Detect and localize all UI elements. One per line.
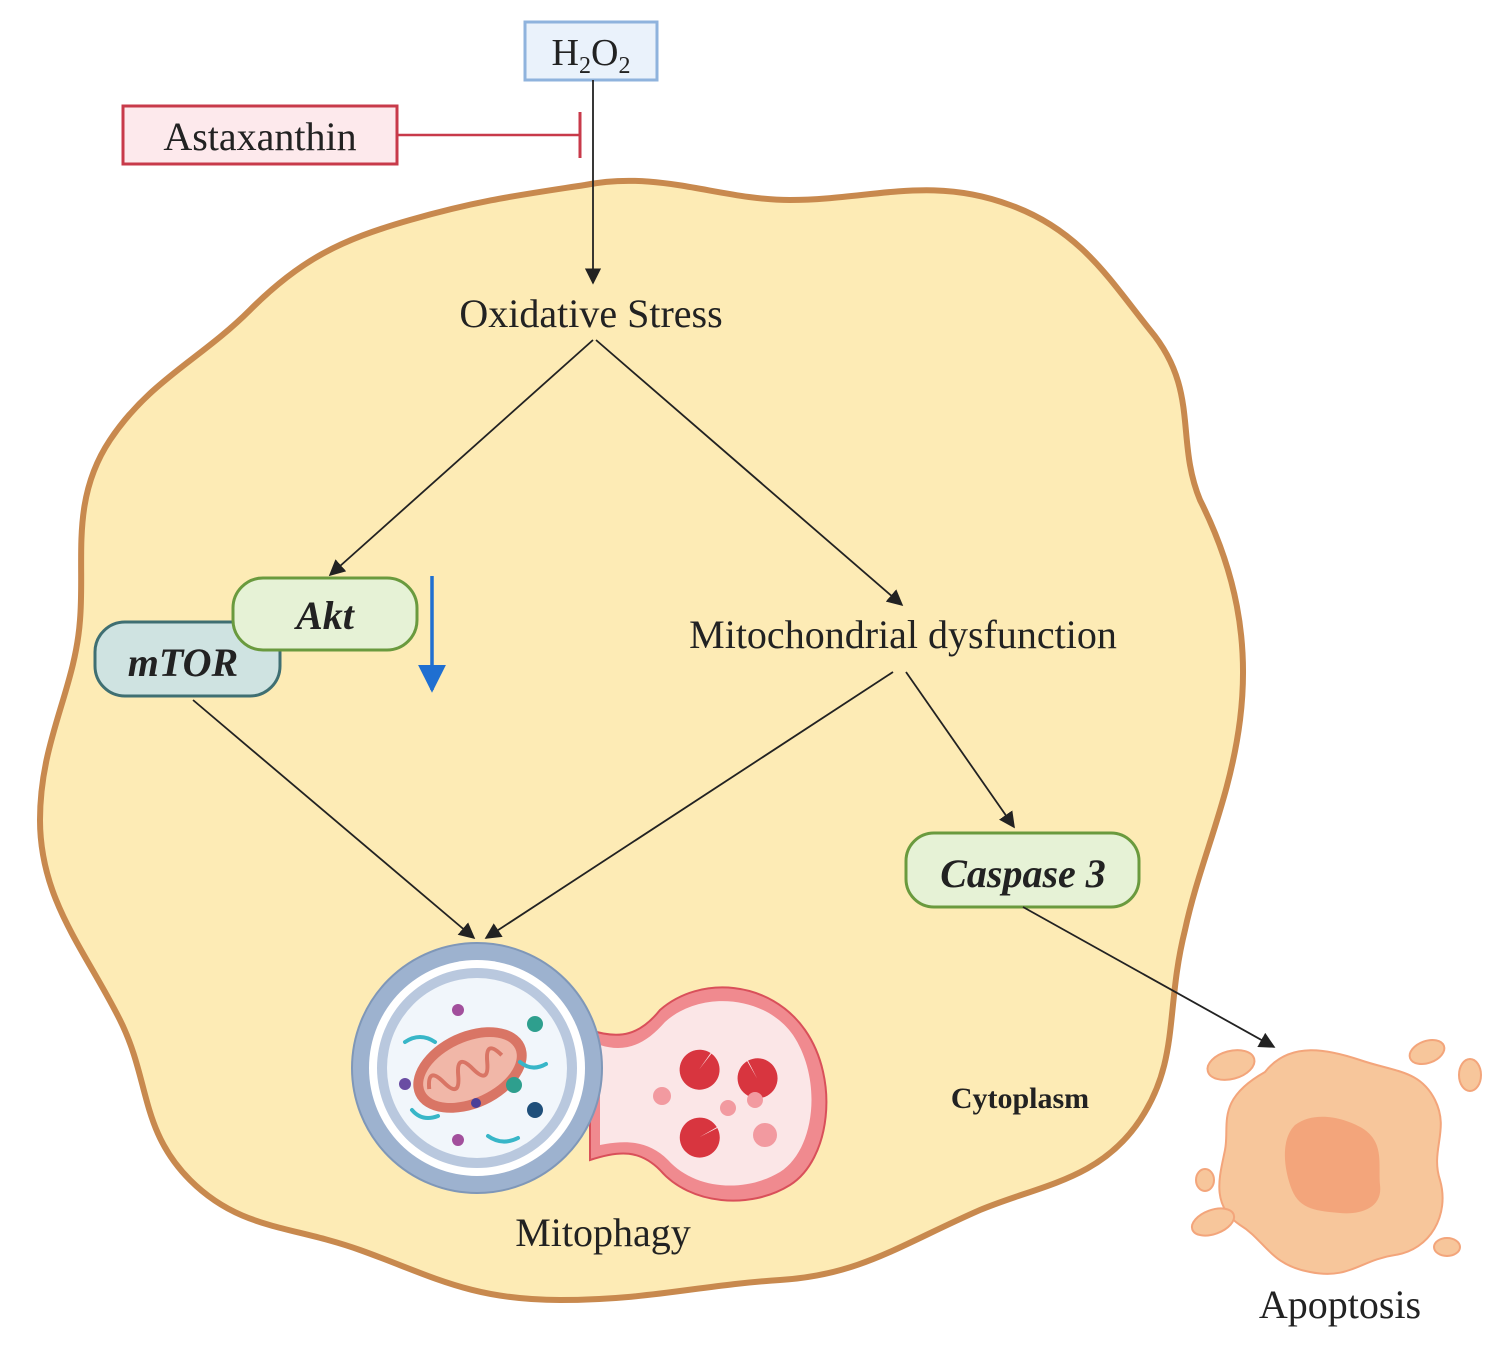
caspase3-pill [904, 831, 1141, 909]
caspase3-label: Caspase 3 [940, 851, 1106, 896]
mtor-pill [93, 620, 282, 698]
arrow-oxidative-stress-to-akt [328, 339, 594, 577]
mitophagy-label: Mitophagy [515, 1210, 691, 1255]
arrow-mito-dysfunction-to-caspase3 [905, 671, 1015, 829]
cell-membrane [36, 177, 1247, 1304]
arrow-mito-dysfunction-to-mitophagy [484, 671, 894, 939]
mito-dysfunction-label: Mitochondrial dysfunction [689, 612, 1117, 657]
apoptotic-bodies [1190, 1038, 1482, 1257]
apoptotic-nucleus [1284, 1116, 1381, 1214]
lysosome-enzymes [679, 1049, 778, 1158]
apoptotic-cell-icon [1190, 1038, 1482, 1275]
apoptosis-label: Apoptosis [1259, 1282, 1421, 1327]
arrow-oxidative-stress-to-mito-dysfunction [595, 339, 904, 607]
oxidative-stress-label: Oxidative Stress [459, 291, 722, 336]
akt-pill [231, 576, 419, 652]
lysosome-small-enzymes [653, 1087, 777, 1147]
cytosolic-molecules [399, 1004, 548, 1146]
astaxanthin-box [121, 104, 399, 166]
mitophagy-illustration-icon [351, 942, 828, 1202]
h2o2-label: H2O2 [552, 32, 631, 79]
akt-label: Akt [293, 593, 356, 638]
mitochondrion-icon [413, 1027, 527, 1113]
arrow-mtor-to-mitophagy [192, 699, 476, 940]
arrow-caspase3-to-apoptosis [1022, 906, 1276, 1048]
astaxanthin-label: Astaxanthin [163, 114, 356, 159]
h2o2-box [523, 20, 659, 82]
mtor-label: mTOR [128, 640, 238, 685]
cytoplasm-label: Cytoplasm [951, 1082, 1089, 1115]
